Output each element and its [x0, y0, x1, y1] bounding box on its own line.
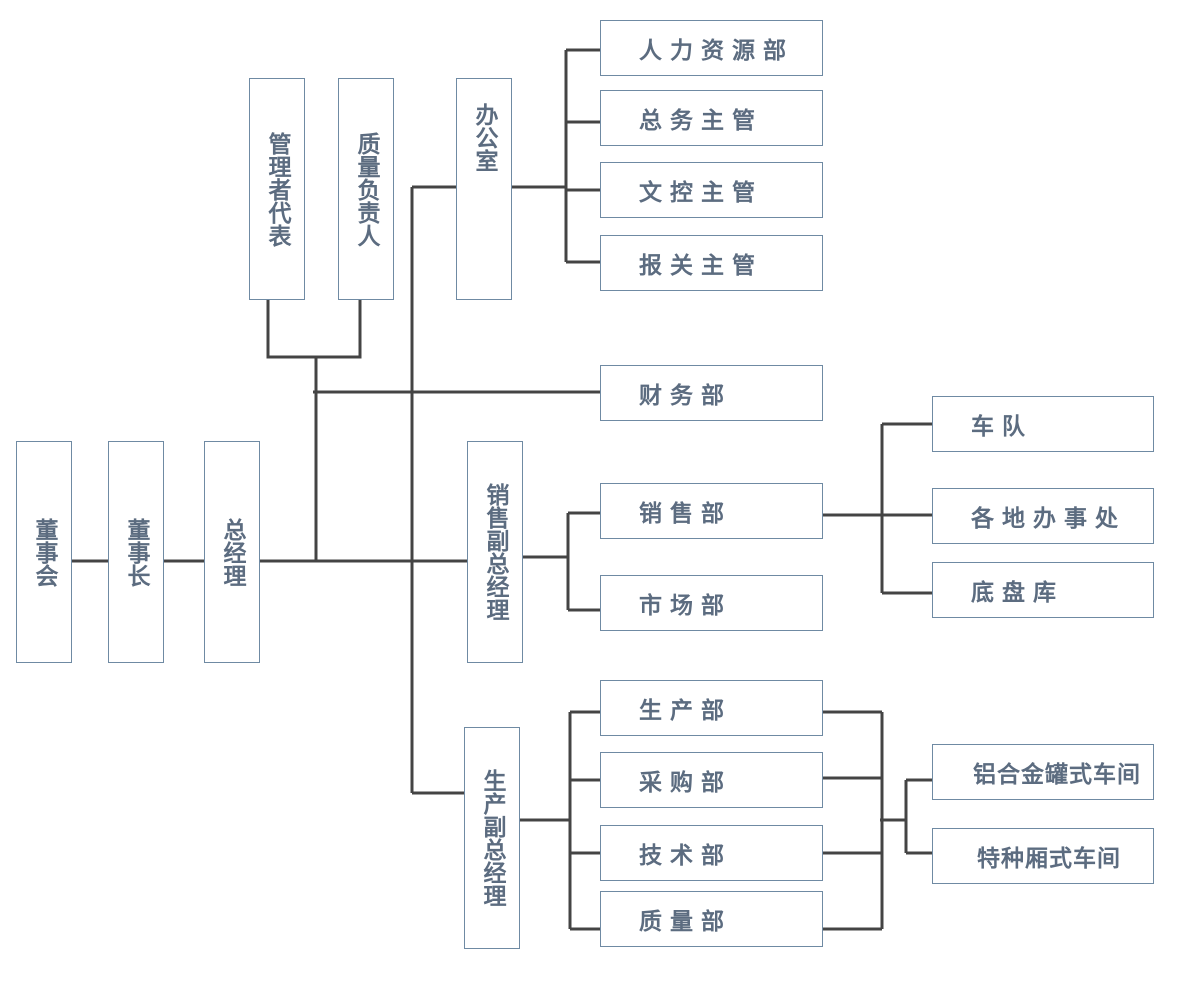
production-dept-label: 技术部 — [639, 843, 732, 869]
office-dept-box: 文控主管 — [600, 162, 823, 218]
board-box: 董事会 — [16, 441, 72, 663]
general-manager-box: 总经理 — [204, 441, 260, 663]
sales-sub-label: 车队 — [971, 414, 1033, 440]
sales-sub-box: 底盘库 — [932, 562, 1154, 618]
management-representative-box: 管理者代表 — [249, 78, 305, 300]
sales-sub-box: 车队 — [932, 396, 1154, 452]
market-dept-label: 市场部 — [639, 593, 732, 619]
office-dept-label: 人力资源部 — [639, 38, 794, 64]
office-dept-label: 文控主管 — [639, 180, 763, 206]
production-dept-box: 生产部 — [600, 680, 823, 736]
workshop-label: 特种厢式车间 — [977, 846, 1121, 872]
production-dept-label: 质量部 — [639, 909, 732, 935]
sales-vp-label: 销售副总经理 — [482, 483, 508, 621]
quality-head-label: 质量负责人 — [353, 131, 379, 247]
production-vp-label: 生产副总经理 — [479, 769, 505, 907]
market-dept-box: 市场部 — [600, 575, 823, 631]
quality-head-box: 质量负责人 — [338, 78, 394, 300]
management-representative-label: 管理者代表 — [264, 131, 290, 247]
production-dept-box: 质量部 — [600, 891, 823, 947]
chairman-box: 董事长 — [108, 441, 164, 663]
finance-label: 财务部 — [639, 383, 732, 409]
sales-dept-box: 销售部 — [600, 483, 823, 539]
production-dept-box: 采购部 — [600, 752, 823, 808]
office-box: 办公室 — [456, 78, 512, 300]
production-dept-box: 技术部 — [600, 825, 823, 881]
office-dept-label: 报关主管 — [639, 253, 763, 279]
production-vp-box: 生产副总经理 — [464, 727, 520, 949]
sales-vp-box: 销售副总经理 — [467, 441, 523, 663]
office-dept-box: 总务主管 — [600, 90, 823, 146]
workshop-label: 铝合金罐式车间 — [973, 762, 1141, 788]
sales-sub-box: 各地办事处 — [932, 488, 1154, 544]
workshop-box: 特种厢式车间 — [932, 828, 1154, 884]
sales-dept-label: 销售部 — [639, 501, 732, 527]
office-dept-label: 总务主管 — [639, 108, 763, 134]
chairman-label: 董事长 — [123, 517, 149, 587]
workshop-box: 铝合金罐式车间 — [932, 744, 1154, 800]
office-label: 办公室 — [471, 103, 497, 172]
board-label: 董事会 — [31, 517, 57, 587]
finance-box: 财务部 — [600, 365, 823, 421]
production-dept-label: 生产部 — [639, 698, 732, 724]
sales-sub-label: 底盘库 — [971, 580, 1064, 606]
sales-sub-label: 各地办事处 — [971, 506, 1126, 532]
office-dept-box: 报关主管 — [600, 235, 823, 291]
office-dept-box: 人力资源部 — [600, 20, 823, 76]
production-dept-label: 采购部 — [639, 770, 732, 796]
general-manager-label: 总经理 — [219, 517, 245, 587]
